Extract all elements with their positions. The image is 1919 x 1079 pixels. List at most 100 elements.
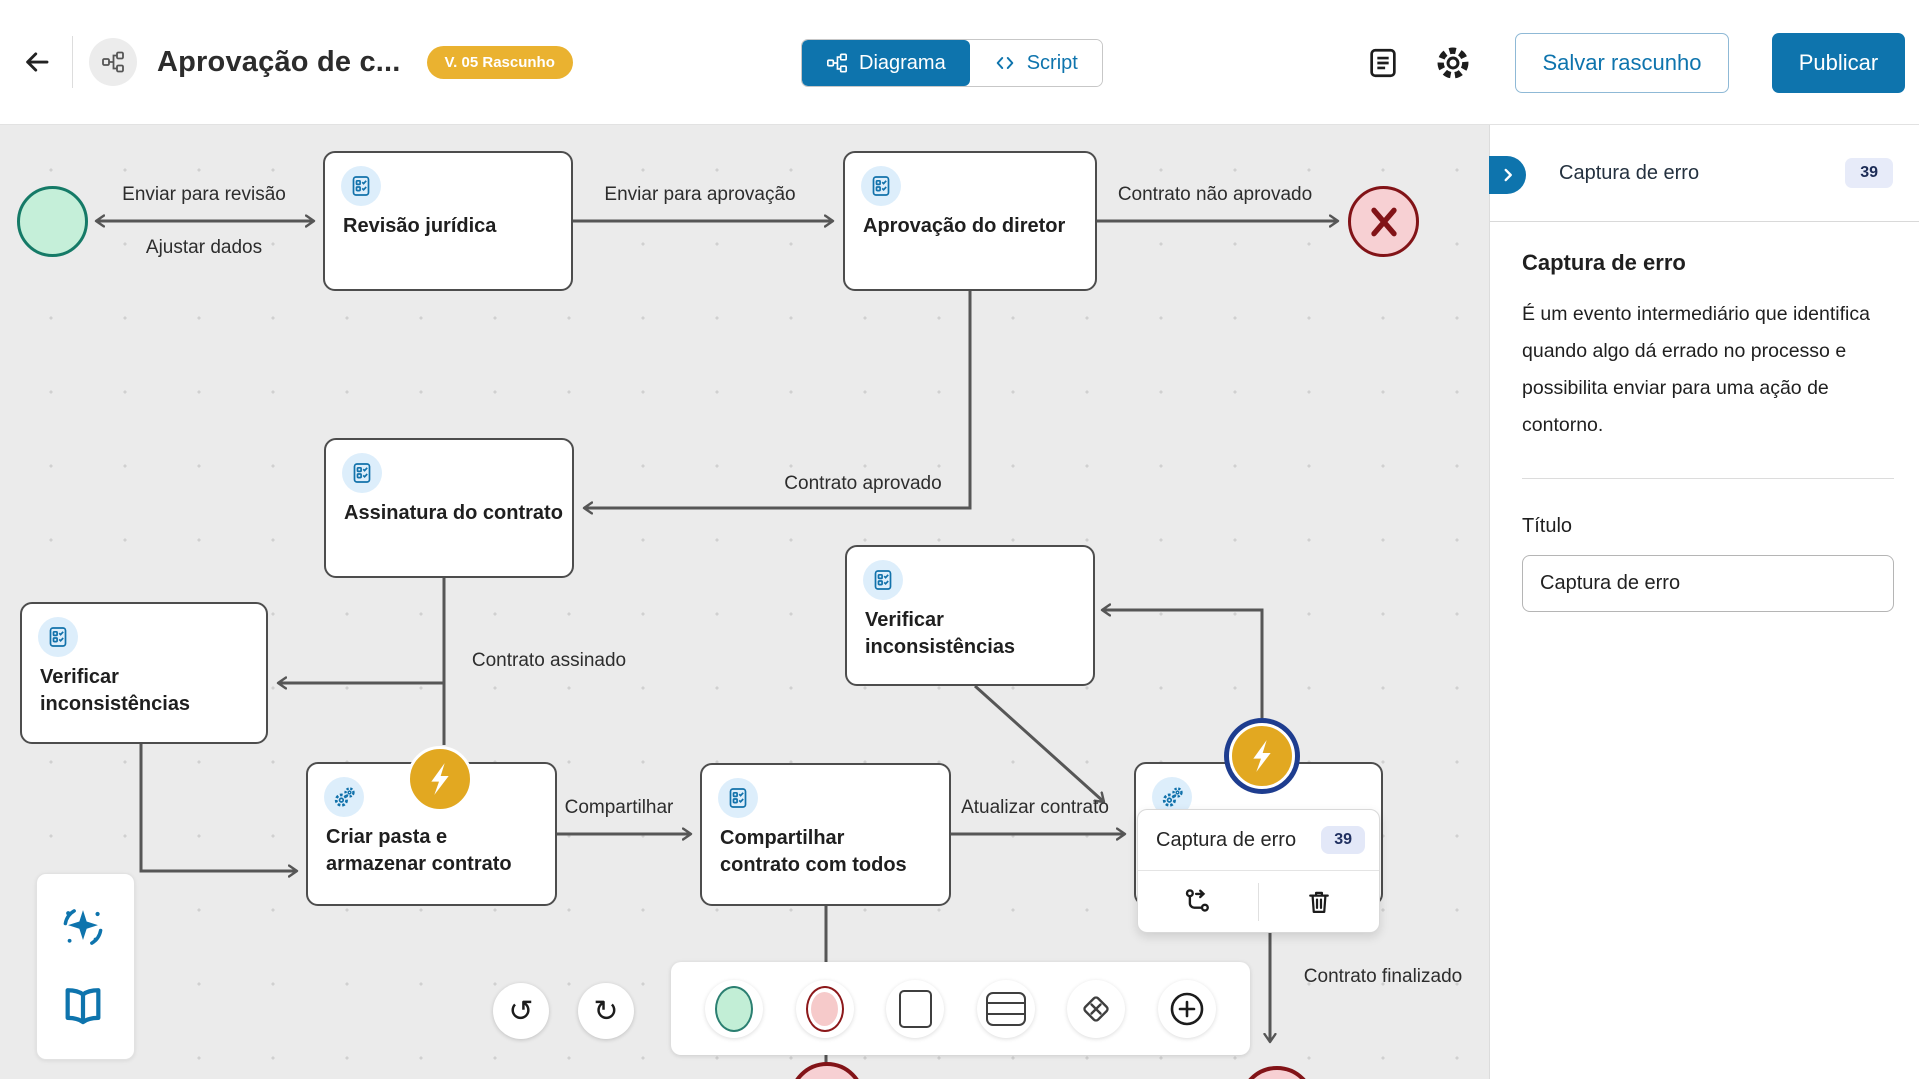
lightning-icon xyxy=(1242,736,1282,776)
edge-label: Contrato assinado xyxy=(471,650,627,671)
edge-label: Atualizar contrato xyxy=(961,797,1109,818)
task-node-verificar-inconsistencias-left[interactable]: Verificar inconsistências xyxy=(20,602,268,744)
workflow-type-icon xyxy=(89,38,137,86)
sparkle-icon xyxy=(60,904,106,950)
redo-button[interactable]: ↻ xyxy=(578,983,634,1039)
edge-label: Contrato finalizado xyxy=(1303,966,1463,987)
task-node-compartilhar-contrato[interactable]: Compartilhar contrato com todos xyxy=(700,763,951,906)
x-icon xyxy=(1364,202,1404,242)
back-button[interactable] xyxy=(14,39,60,85)
top-bar: Aprovação de c... V. 05 Rascunho Diagram… xyxy=(0,0,1919,125)
shape-palette xyxy=(671,962,1250,1055)
chevron-right-icon xyxy=(1497,164,1519,186)
title-input[interactable] xyxy=(1522,555,1894,612)
header-divider xyxy=(72,36,73,88)
section-divider xyxy=(1522,478,1894,479)
collapse-panel-button[interactable] xyxy=(1489,156,1526,194)
menu-divider xyxy=(1258,882,1259,921)
view-toggle: Diagrama Script xyxy=(801,39,1103,87)
lanes-icon xyxy=(985,991,1026,1026)
gear-icon xyxy=(1435,45,1471,81)
form-task-icon xyxy=(342,453,382,493)
diagram-icon xyxy=(826,52,848,74)
task-node-revisao-juridica[interactable]: Revisão jurídica xyxy=(323,151,573,291)
flow-connector-icon xyxy=(1183,887,1213,917)
form-task-icon xyxy=(718,778,758,818)
task-node-verificar-inconsistencias-right[interactable]: Verificar inconsistências xyxy=(845,545,1095,686)
task-node-aprovacao-diretor[interactable]: Aprovação do diretor xyxy=(843,151,1097,291)
palette-gateway[interactable] xyxy=(1067,979,1126,1038)
panel-title: Captura de erro xyxy=(1559,161,1700,184)
context-menu-title: Captura de erro xyxy=(1156,828,1297,851)
title-field-label: Título xyxy=(1522,515,1573,537)
gears-task-icon xyxy=(324,777,364,817)
book-icon xyxy=(60,983,106,1029)
start-event[interactable] xyxy=(17,186,88,257)
gateway-x-icon xyxy=(1083,995,1109,1022)
node-label: Compartilhar contrato com todos xyxy=(720,827,907,876)
code-icon xyxy=(994,52,1016,74)
palette-task[interactable] xyxy=(886,979,945,1038)
properties-panel: Captura de erro 39 Captura de erro É um … xyxy=(1489,125,1919,1079)
palette-add[interactable] xyxy=(1157,979,1216,1038)
redo-icon: ↻ xyxy=(593,994,619,1028)
tab-script[interactable]: Script xyxy=(969,40,1102,86)
form-task-icon xyxy=(861,166,901,206)
task-node-assinatura-contrato[interactable]: Assinatura do contrato xyxy=(324,438,574,578)
flow-edges xyxy=(0,125,1489,1063)
notes-button[interactable] xyxy=(1361,41,1405,85)
panel-header: Captura de erro 39 xyxy=(1490,125,1919,222)
node-label: Verificar inconsistências xyxy=(40,666,191,715)
node-label: Revisão jurídica xyxy=(343,215,497,237)
node-label: Aprovação do diretor xyxy=(863,215,1066,237)
edge-label: Ajustar dados xyxy=(145,237,263,258)
settings-button[interactable] xyxy=(1431,41,1475,85)
context-menu-header: Captura de erro 39 xyxy=(1138,810,1379,871)
node-id-badge: 39 xyxy=(1321,826,1365,854)
error-end-event[interactable] xyxy=(1348,186,1419,257)
lightning-icon xyxy=(420,759,460,799)
version-badge: V. 05 Rascunho xyxy=(426,45,573,79)
documentation-button[interactable] xyxy=(60,980,112,1032)
form-task-icon xyxy=(863,560,903,600)
tab-diagrama-label: Diagrama xyxy=(859,51,946,74)
connect-flow-button[interactable] xyxy=(1138,871,1258,932)
delete-node-button[interactable] xyxy=(1259,871,1379,932)
publish-button[interactable]: Publicar xyxy=(1772,32,1905,93)
undo-icon: ↺ xyxy=(508,994,534,1028)
ai-assistant-button[interactable] xyxy=(60,901,112,953)
section-description: É um evento intermediário que identifica… xyxy=(1522,303,1870,436)
task-node-criar-pasta[interactable]: Criar pasta e armazenar contrato xyxy=(306,762,557,906)
undo-button[interactable]: ↺ xyxy=(493,983,549,1039)
helper-panel xyxy=(36,873,135,1060)
section-heading: Captura de erro xyxy=(1522,250,1686,275)
plus-circle-icon xyxy=(1170,992,1204,1025)
form-task-icon xyxy=(38,617,78,657)
document-icon xyxy=(1366,46,1400,80)
edge-label: Compartilhar xyxy=(564,797,674,818)
header-actions: Salvar rascunho Publicar xyxy=(1361,0,1905,125)
diagram-canvas[interactable]: Enviar para revisão Ajustar dados Enviar… xyxy=(0,125,1489,1079)
tab-diagrama[interactable]: Diagrama xyxy=(802,40,970,86)
node-id-badge: 39 xyxy=(1845,158,1893,188)
edge-label: Enviar para aprovação xyxy=(604,184,796,205)
palette-lanes[interactable] xyxy=(976,979,1035,1038)
start-event-icon xyxy=(715,985,754,1032)
tab-script-label: Script xyxy=(1026,51,1078,74)
page-title: Aprovação de c... xyxy=(157,45,401,78)
palette-end-event[interactable] xyxy=(795,979,854,1038)
save-draft-button[interactable]: Salvar rascunho xyxy=(1515,32,1729,93)
node-label: Assinatura do contrato xyxy=(344,502,563,524)
edge-label: Contrato aprovado xyxy=(784,473,942,494)
error-boundary-event[interactable] xyxy=(407,746,473,812)
node-label: Verificar inconsistências xyxy=(865,609,1016,658)
edge-label: Enviar para revisão xyxy=(122,184,286,205)
end-event-icon xyxy=(805,985,844,1032)
node-label: Criar pasta e armazenar contrato xyxy=(326,826,512,875)
palette-start-event[interactable] xyxy=(705,979,764,1038)
edge-label: Contrato não aprovado xyxy=(1117,184,1313,205)
task-icon xyxy=(898,989,932,1028)
form-task-icon xyxy=(341,166,381,206)
error-boundary-event-selected[interactable] xyxy=(1229,723,1295,789)
trash-icon xyxy=(1305,888,1333,916)
